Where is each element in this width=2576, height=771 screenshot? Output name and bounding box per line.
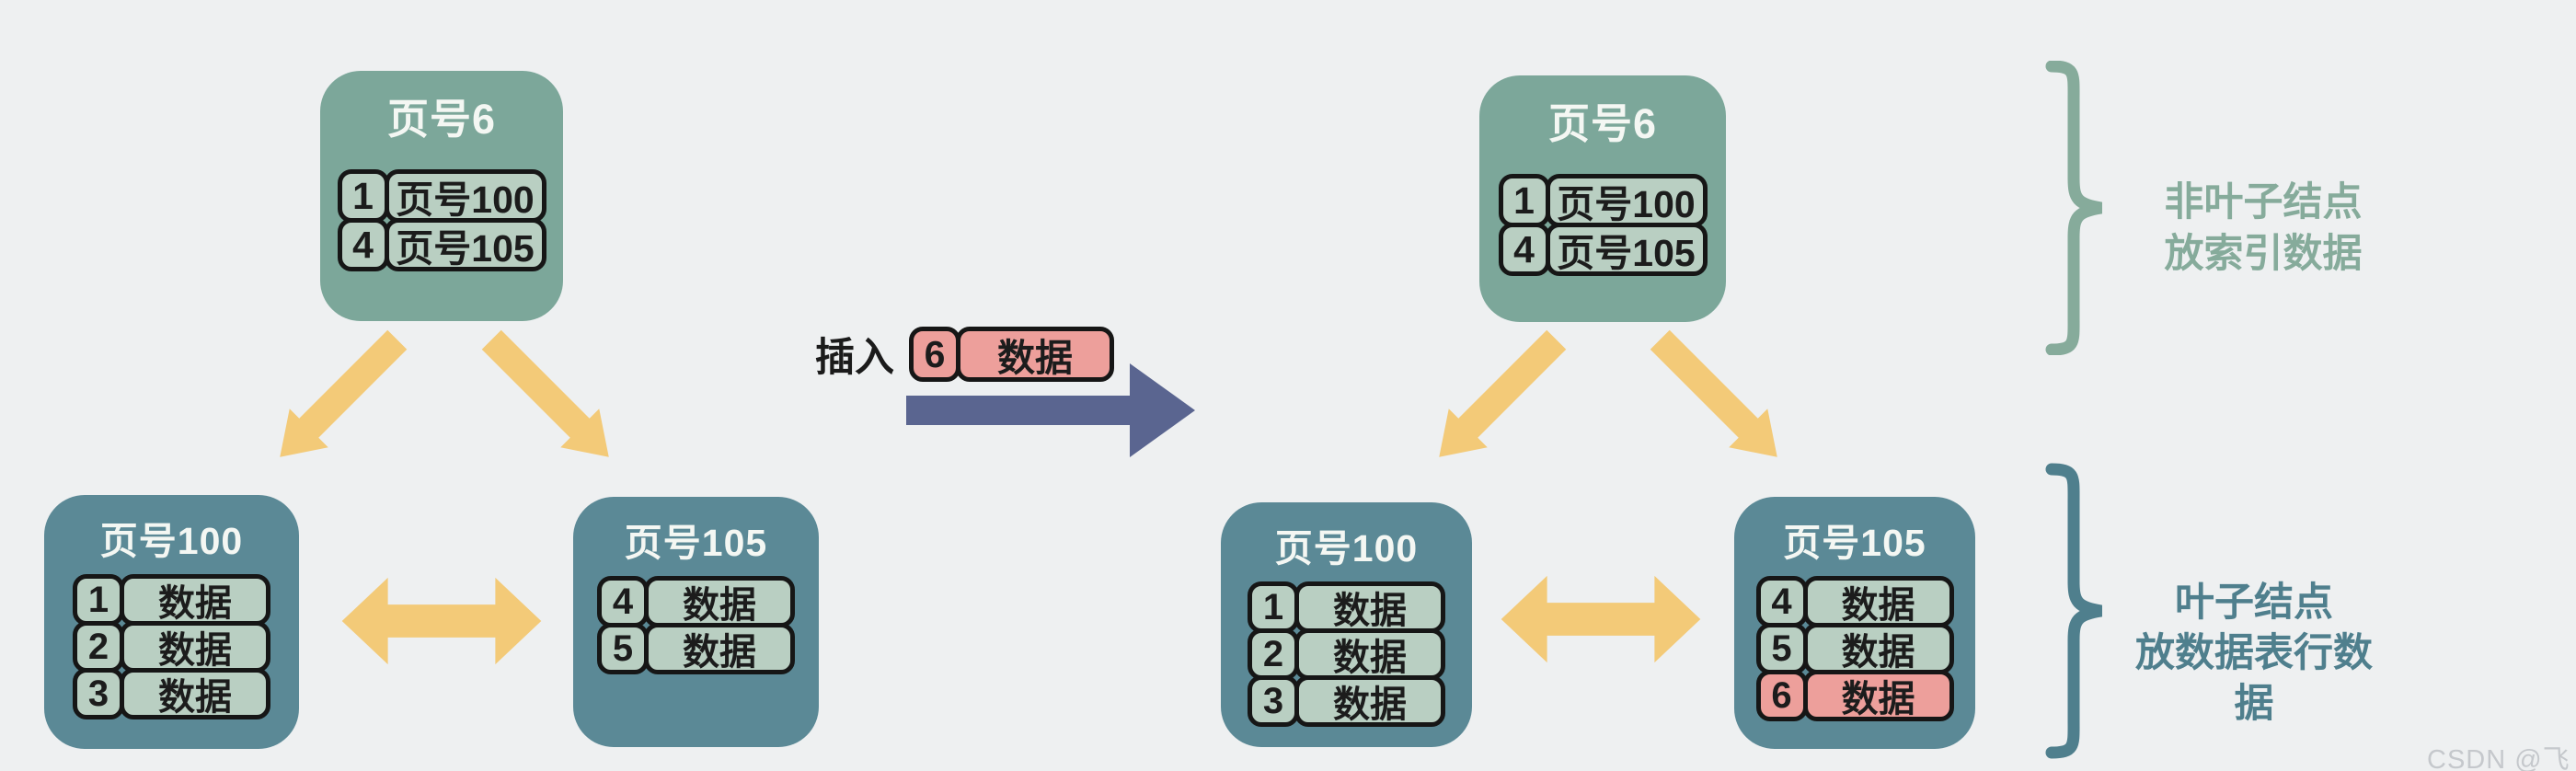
data-row: 5 数据 (597, 623, 795, 674)
row-value: 数据 (1294, 628, 1445, 680)
node-title: 页号105 (1783, 522, 1926, 564)
row-key: 1 (1498, 174, 1550, 227)
data-row: 1 数据 (1248, 581, 1445, 633)
data-row: 4 数据 (597, 576, 795, 627)
watermark: CSDN @飞川撸码 (2427, 745, 2570, 771)
insert-arrow-icon (906, 363, 1195, 457)
node-rows: 1 页号100 4 页号105 (337, 169, 546, 271)
row-key: 3 (1248, 675, 1299, 727)
data-row: 5 数据 (1755, 623, 1954, 674)
data-row: 2 数据 (73, 621, 270, 673)
double-arrow-icon (1501, 575, 1701, 663)
row-value: 数据 (1294, 581, 1445, 633)
leaf-annotation: 叶子结点 放数据表行数据 (2116, 578, 2392, 730)
row-key: 1 (337, 169, 389, 223)
node-title: 页号6 (386, 96, 497, 143)
row-value: 数据 (1802, 670, 1954, 721)
row-key: 4 (597, 576, 649, 627)
row-value: 数据 (644, 623, 795, 674)
node-rows: 1 数据 2 数据 3 数据 (73, 574, 270, 719)
before-leaf-node-100: 页号100 1 数据 2 数据 3 数据 (44, 495, 299, 749)
row-value: 数据 (1802, 576, 1954, 627)
data-row: 3 数据 (1248, 675, 1445, 727)
row-value: 数据 (120, 574, 270, 626)
annotation-line: 放数据表行数据 (2135, 631, 2373, 726)
after-leaf-node-100: 页号100 1 数据 2 数据 3 数据 (1221, 502, 1472, 747)
index-row: 1 页号100 (337, 169, 546, 223)
insert-value-pill: 数据 (956, 327, 1114, 382)
row-key: 4 (337, 218, 389, 271)
brace-icon (2045, 463, 2103, 759)
data-row: 2 数据 (1248, 628, 1445, 680)
row-value: 页号100 (1545, 174, 1708, 227)
annotation-line: 叶子结点 (2175, 581, 2333, 625)
row-value: 数据 (1294, 675, 1445, 727)
down-right-arrow-icon (1650, 329, 1777, 457)
node-title: 页号100 (99, 520, 244, 562)
double-arrow-icon (341, 577, 542, 665)
node-rows: 4 数据 5 数据 (597, 576, 795, 674)
non-leaf-annotation: 非叶子结点 放索引数据 (2125, 177, 2401, 280)
row-key: 3 (73, 668, 124, 719)
data-row: 4 数据 (1755, 576, 1954, 627)
node-title: 页号6 (1547, 100, 1658, 147)
row-value: 数据 (1802, 623, 1954, 674)
insert-label-group: 插入 6 数据 (815, 326, 1114, 383)
index-row: 4 页号105 (337, 218, 546, 271)
down-left-arrow-icon (1439, 329, 1567, 457)
row-key: 1 (73, 574, 124, 626)
node-rows: 1 数据 2 数据 3 数据 (1248, 581, 1445, 727)
node-title: 页号105 (624, 522, 768, 564)
insert-action-label: 插入 (815, 336, 894, 380)
data-row: 3 数据 (73, 668, 270, 719)
row-value: 数据 (120, 668, 270, 719)
row-key: 5 (1755, 623, 1808, 674)
node-rows: 4 数据 5 数据 6 数据 (1755, 576, 1954, 721)
before-index-node: 页号6 1 页号100 4 页号105 (320, 71, 563, 321)
row-value: 页号100 (384, 169, 546, 223)
row-key: 5 (597, 623, 649, 674)
after-index-node: 页号6 1 页号100 4 页号105 (1479, 75, 1726, 322)
row-value: 页号105 (384, 218, 546, 271)
row-key: 4 (1755, 576, 1808, 627)
brace-icon (2045, 61, 2103, 355)
down-right-arrow-icon (481, 329, 609, 457)
node-rows: 1 页号100 4 页号105 (1498, 174, 1708, 276)
row-key: 6 (1755, 670, 1808, 721)
row-value: 数据 (120, 621, 270, 673)
row-key: 1 (1248, 581, 1299, 633)
annotation-line: 放索引数据 (2164, 232, 2363, 276)
row-key: 2 (73, 621, 124, 673)
row-value: 页号105 (1545, 223, 1708, 276)
down-left-arrow-icon (280, 329, 408, 457)
index-row: 4 页号105 (1498, 223, 1708, 276)
row-key: 2 (1248, 628, 1299, 680)
after-leaf-node-105: 页号105 4 数据 5 数据 6 数据 (1734, 497, 1975, 749)
node-title: 页号100 (1274, 527, 1419, 570)
data-row: 1 数据 (73, 574, 270, 626)
row-value: 数据 (644, 576, 795, 627)
index-row: 1 页号100 (1498, 174, 1708, 227)
inserted-data-row: 6 数据 (1755, 670, 1954, 721)
before-leaf-node-105: 页号105 4 数据 5 数据 (573, 497, 819, 747)
row-key: 4 (1498, 223, 1550, 276)
annotation-line: 非叶子结点 (2164, 180, 2363, 224)
